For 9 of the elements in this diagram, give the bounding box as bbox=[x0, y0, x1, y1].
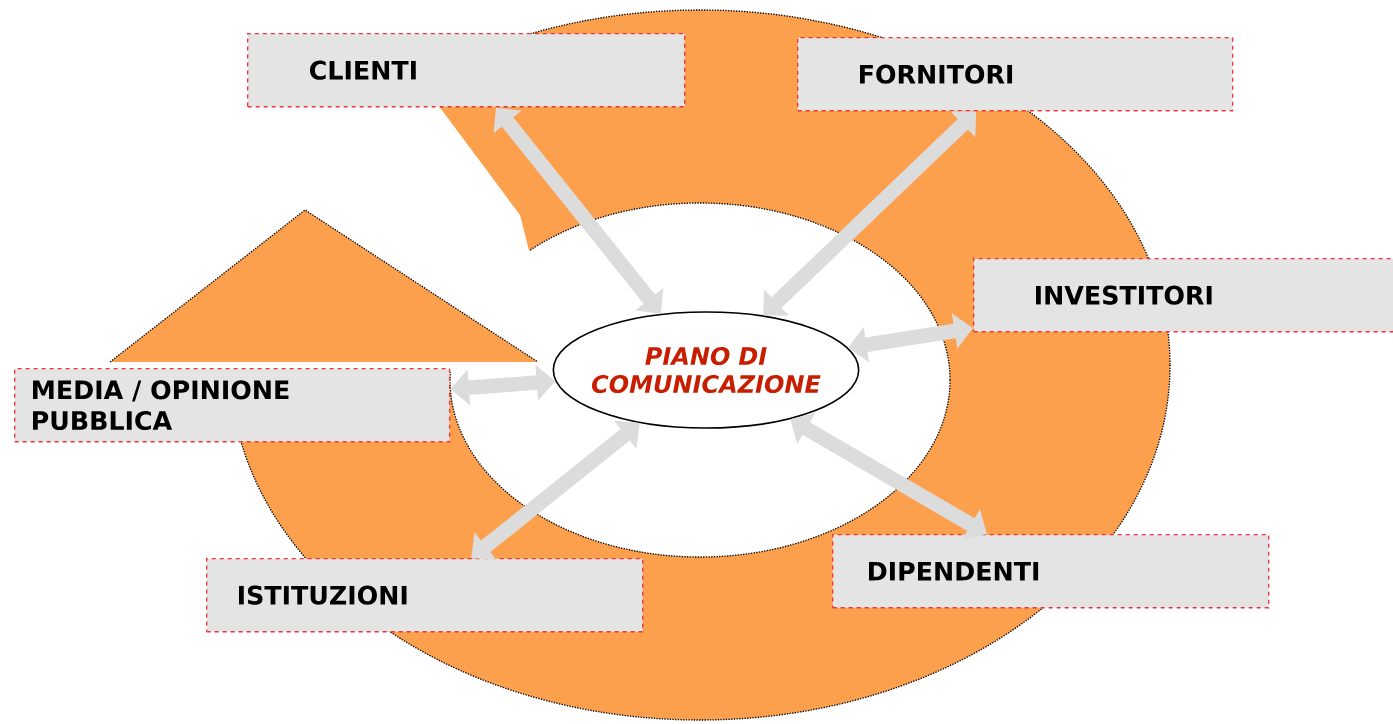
label-box: CLIENTI bbox=[247, 33, 686, 108]
label-box: MEDIA / OPINIONE PUBBLICA bbox=[14, 368, 451, 443]
label-box: DIPENDENTI bbox=[832, 534, 1270, 609]
double-arrow bbox=[763, 111, 977, 316]
label-box: ISTITUZIONI bbox=[206, 558, 644, 633]
double-arrow bbox=[493, 107, 664, 314]
label-box: FORNITORI bbox=[797, 37, 1234, 112]
double-arrow bbox=[471, 420, 640, 561]
label-box: INVESTITORI bbox=[973, 258, 1393, 333]
